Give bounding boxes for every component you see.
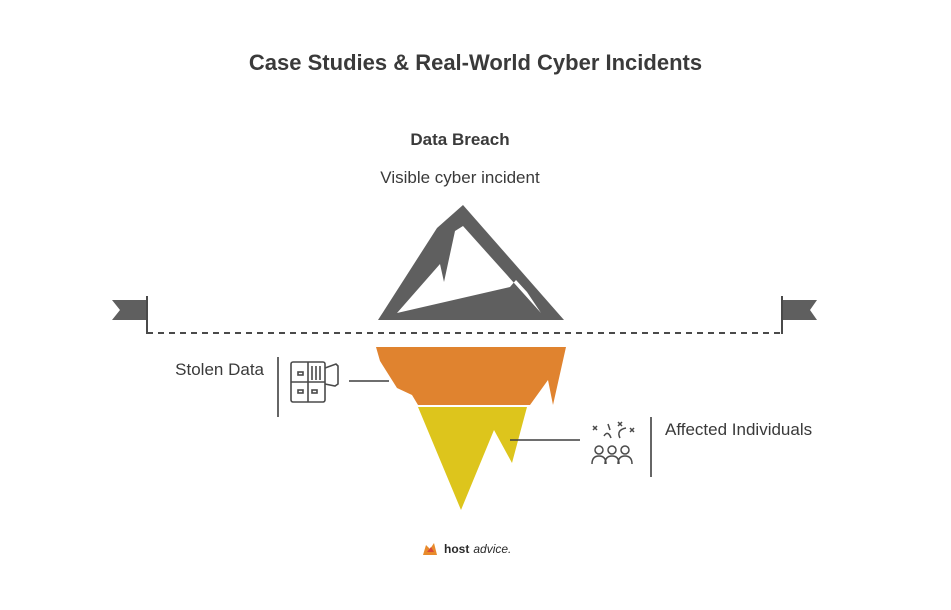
people-group-icon	[591, 421, 635, 465]
brand-host: host	[444, 542, 470, 556]
layer-label-stolen-data: Stolen Data	[175, 360, 264, 379]
iceberg-layer-affected-individuals	[418, 407, 527, 510]
tip-heading: Data Breach	[410, 130, 510, 149]
tip-description: Visible cyber incident	[380, 168, 540, 187]
hostadvice-logo-icon	[423, 543, 437, 555]
data-folder-icon	[290, 361, 339, 403]
brand-advice: advice.	[473, 542, 512, 556]
left-flag-icon	[112, 296, 148, 334]
diagram-title: Case Studies & Real-World Cyber Incident…	[248, 50, 703, 75]
iceberg-layer-stolen-data	[376, 347, 566, 405]
layer-label-affected-individuals: Affected Individuals	[665, 420, 813, 439]
mountain-tip-icon	[378, 205, 564, 320]
right-flag-icon	[781, 296, 817, 334]
